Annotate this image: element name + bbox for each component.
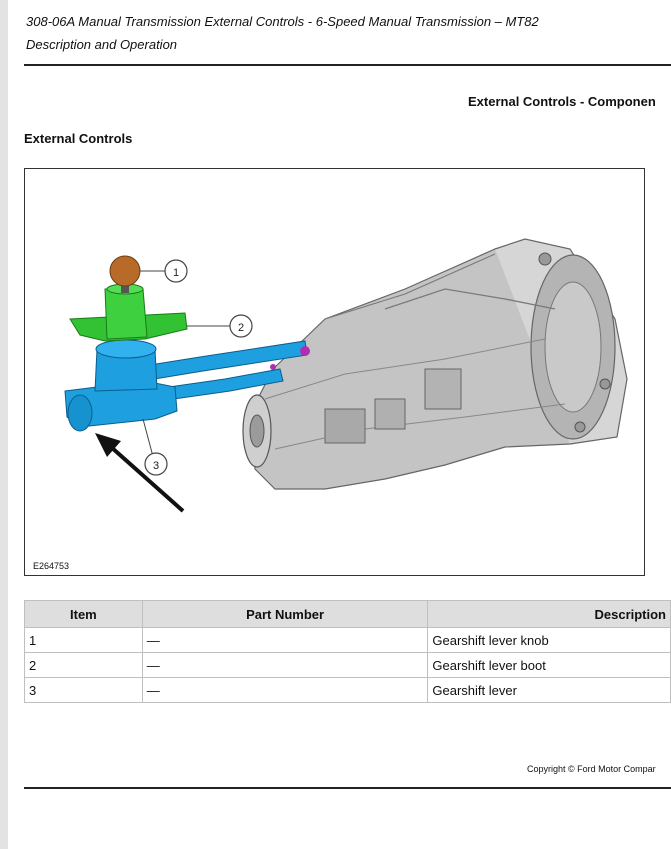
- table-header-row: Item Part Number Description: [24, 600, 671, 628]
- table-row: 2 — Gearshift lever boot: [24, 652, 671, 678]
- cell-item: 3: [24, 677, 143, 703]
- callout-1: 1: [140, 259, 188, 283]
- cell-part-number: —: [141, 652, 429, 678]
- column-header-item: Item: [24, 600, 143, 628]
- callout-3-label: 3: [153, 460, 159, 472]
- column-header-description: Description: [427, 600, 671, 628]
- cell-item: 1: [24, 627, 143, 653]
- parts-table: Item Part Number Description 1 — Gearshi…: [24, 600, 671, 703]
- header-divider: [24, 64, 671, 66]
- footer-divider: [24, 787, 671, 789]
- cell-description: Gearshift lever: [427, 677, 671, 703]
- cell-description: Gearshift lever knob: [427, 627, 671, 653]
- cell-part-number: —: [141, 627, 429, 653]
- cell-item: 2: [24, 652, 143, 678]
- transmission-housing: [249, 238, 628, 490]
- cell-part-number: —: [141, 677, 429, 703]
- page-subtitle: External Controls: [24, 131, 133, 146]
- document-subtitle: Description and Operation: [26, 37, 178, 52]
- cell-description: Gearshift lever boot: [427, 652, 671, 678]
- illustration-drawing: 1 2 3: [64, 238, 628, 513]
- callout-2: 2: [187, 314, 253, 338]
- copyright-text: Copyright © Ford Motor Compar: [527, 764, 656, 774]
- table-row: 1 — Gearshift lever knob: [24, 627, 671, 653]
- pointer-arrow: [95, 433, 185, 513]
- transmission-illustration: 1 2 3 E264753: [24, 168, 645, 576]
- figure-code: E264753: [33, 561, 70, 571]
- callout-3: 3: [142, 418, 168, 476]
- section-title: External Controls - Componen: [468, 94, 656, 109]
- table-row: 3 — Gearshift lever: [24, 677, 671, 703]
- callout-2-label: 2: [238, 322, 244, 334]
- left-margin-bar: [0, 0, 8, 849]
- document-title: 308-06A Manual Transmission External Con…: [26, 14, 539, 29]
- callout-1-label: 1: [173, 267, 179, 279]
- shift-linkage: [64, 339, 310, 432]
- output-flange: [242, 394, 272, 468]
- column-header-part-number: Part Number: [141, 600, 429, 628]
